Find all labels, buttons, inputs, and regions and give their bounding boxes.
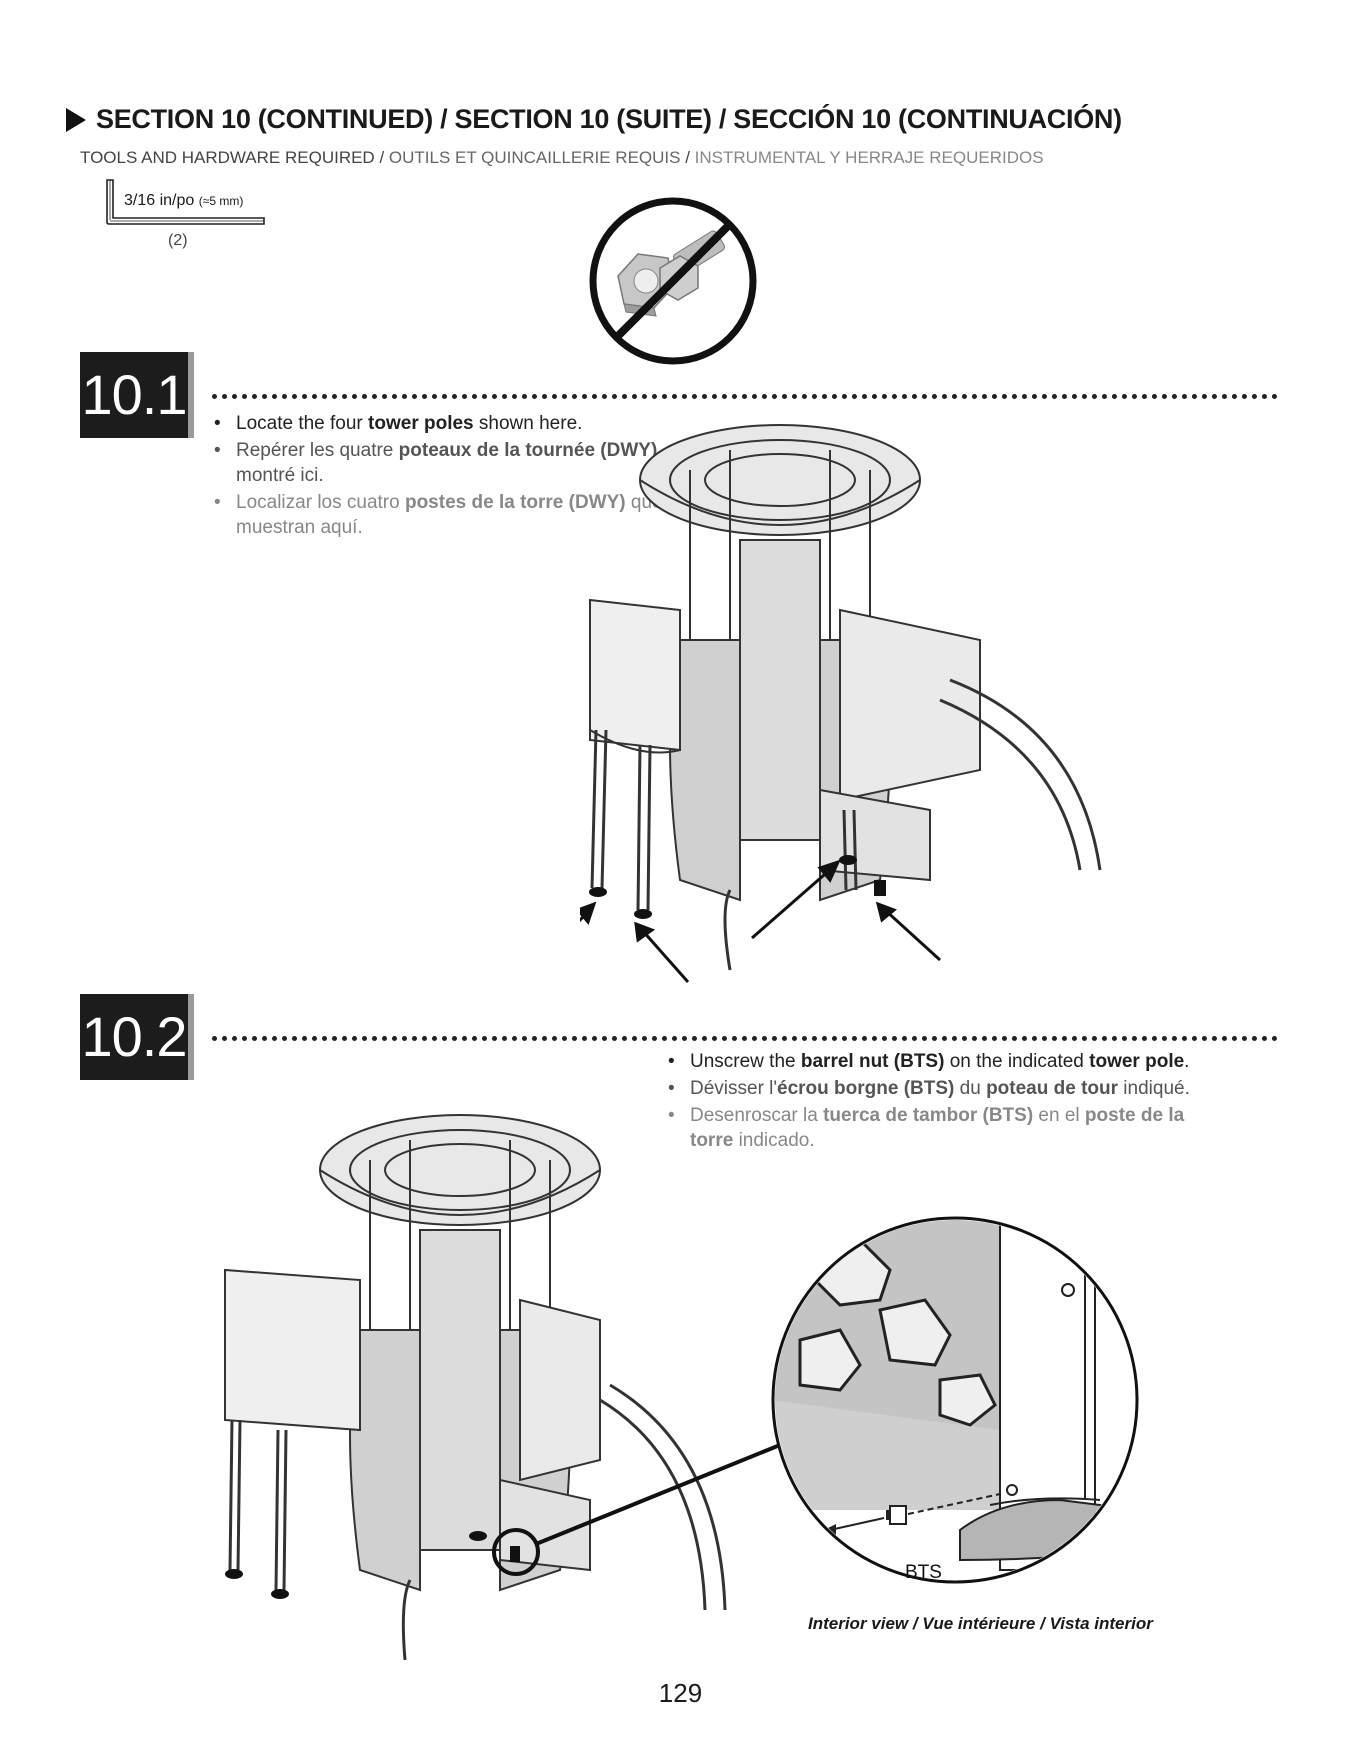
section-title: SECTION 10 (CONTINUED) / SECTION 10 (SUI… [66,104,1122,135]
bts-label: BTS [905,1562,942,1583]
tools-fr: OUTILS ET QUINCAILLERIE REQUIS [388,148,681,167]
tools-es: INSTRUMENTAL Y HERRAJE REQUERIDOS [694,148,1044,167]
section-title-text: SECTION 10 (CONTINUED) / SECTION 10 (SUI… [96,104,1122,134]
step2-fr: Dévisser l'écrou borgne (BTS) du poteau … [668,1076,1228,1101]
separator: / [374,148,389,167]
tool-size: 3/16 in/po [124,192,195,209]
tower-illustration-2: BTS [224,1114,1139,1661]
step1-fr: Repérer les quatre poteaux de la tournée… [214,438,694,488]
barrel-nut-icon [886,1505,907,1525]
dotted-divider [212,1036,1278,1041]
no-nut-bolt-icon [589,197,757,365]
step2-es: Desenroscar la tuerca de tambor (BTS) en… [668,1103,1228,1153]
interior-view-caption: Interior view / Vue intérieure / Vista i… [808,1614,1153,1633]
play-triangle-icon [66,107,86,132]
tower-illustration-1 [580,424,1102,983]
dotted-divider [212,394,1278,399]
step2-en: Unscrew the barrel nut (BTS) on the indi… [668,1049,1228,1074]
page-number: 129 [658,1678,703,1708]
step1-instructions: Locate the four tower poles shown here. … [214,411,694,542]
detail-callout [771,1216,1139,1584]
tools-en: TOOLS AND HARDWARE REQUIRED [80,148,375,167]
step1-en: Locate the four tower poles shown here. [214,411,694,436]
separator: / [680,148,695,167]
tool-size-label: 3/16 in/po (≈5 mm) [124,192,243,210]
hex-key-icon [106,179,265,225]
tools-required-line: TOOLS AND HARDWARE REQUIRED / OUTILS ET … [80,148,1044,168]
step-number-10-1: 10.1 [80,352,194,438]
step1-es: Localizar los cuatro postes de la torre … [214,490,694,540]
step-number-10-2: 10.2 [80,994,194,1080]
tool-quantity: (2) [168,232,188,249]
tool-metric: (≈5 mm) [198,194,244,208]
step2-instructions: Unscrew the barrel nut (BTS) on the indi… [668,1049,1228,1155]
